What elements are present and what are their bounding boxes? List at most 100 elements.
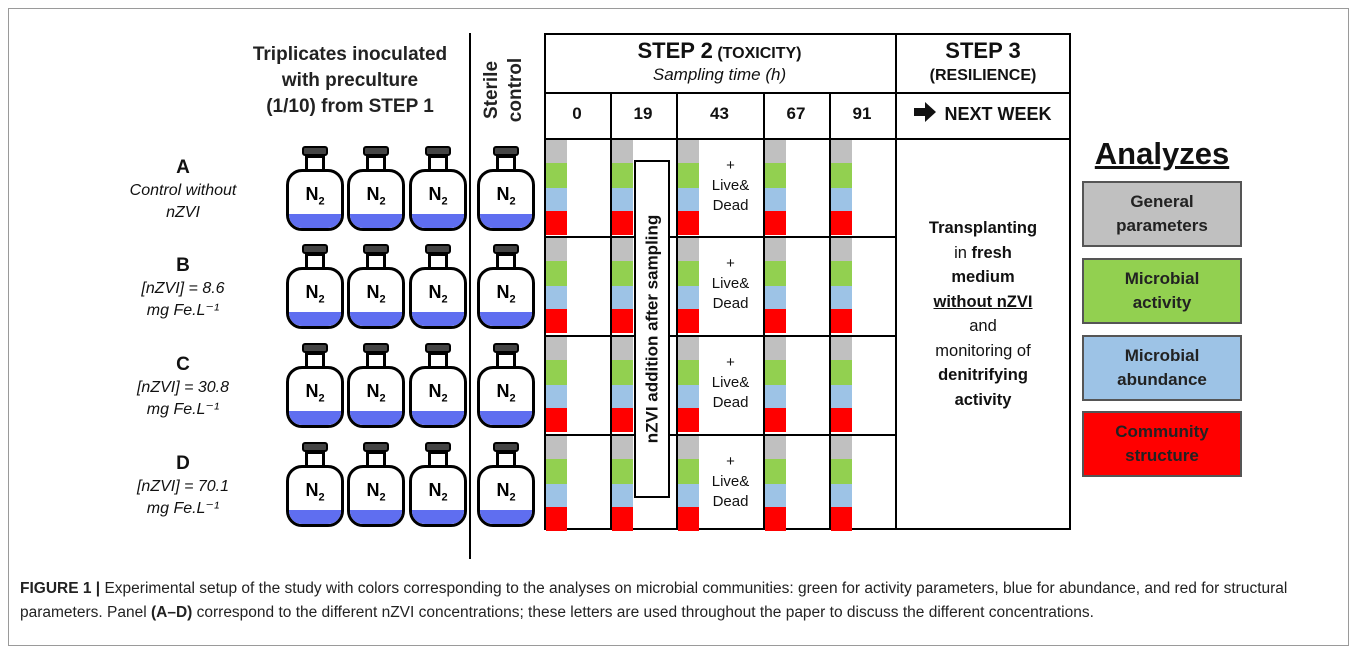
bottle-neck <box>428 451 448 467</box>
analysis-strip-general <box>831 238 852 261</box>
sterile-control-bottle: N2 <box>477 244 535 330</box>
analysis-strip-abundance <box>831 385 852 408</box>
medium-liquid <box>289 510 341 524</box>
table-time-line <box>544 138 1071 140</box>
table-border-right <box>1069 33 1071 530</box>
analysis-strip-activity <box>831 459 852 484</box>
bottle-body: N2 <box>286 267 344 329</box>
analysis-strip-activity <box>765 163 786 188</box>
bottle-neck <box>366 352 386 368</box>
medium-liquid <box>412 312 464 326</box>
analysis-strip-general <box>546 436 567 459</box>
gas-label: N2 <box>305 381 325 405</box>
analysis-strip-abundance <box>831 484 852 507</box>
bottle-neck <box>496 253 516 269</box>
time-label-43: 43 <box>710 104 729 123</box>
sterile-control-header: Sterile control <box>480 57 526 123</box>
bottle-neck <box>496 451 516 467</box>
analysis-strip-abundance <box>612 188 633 211</box>
culture-bottle: N2 <box>347 343 405 429</box>
analysis-strip-structure <box>612 211 633 235</box>
analysis-strip-structure <box>678 507 699 531</box>
table-border-bottom <box>544 528 1071 530</box>
live-dead-label: +Live&Dead <box>711 453 750 510</box>
row-condition-unit: mg Fe.L⁻¹ <box>146 401 220 418</box>
row-letter: C <box>176 354 190 375</box>
analysis-strip-general <box>612 238 633 261</box>
analysis-strip-activity <box>765 360 786 385</box>
medium-liquid <box>412 214 464 228</box>
row-condition: Control without <box>129 182 237 199</box>
bottle-neck <box>366 451 386 467</box>
analysis-strip-abundance <box>765 188 786 211</box>
culture-bottle: N2 <box>347 442 405 528</box>
time-label-91: 91 <box>852 104 872 123</box>
culture-bottle: N2 <box>409 343 467 429</box>
row-separator <box>544 434 895 436</box>
time-label-67: 67 <box>786 104 806 123</box>
bottle-body: N2 <box>477 169 535 231</box>
analysis-strip-activity <box>765 459 786 484</box>
bottle-neck <box>366 155 386 171</box>
culture-bottle: N2 <box>409 146 467 232</box>
culture-bottle: N2 <box>286 442 344 528</box>
nzvi-addition-text: nZVI addition after sampling <box>642 214 662 444</box>
gas-label: N2 <box>496 480 516 504</box>
arrow-right-icon <box>914 102 937 127</box>
bottle-body: N2 <box>347 366 405 428</box>
analysis-strip-abundance <box>546 385 567 408</box>
live-dead-label: +Live&Dead <box>711 354 750 411</box>
analysis-strip-abundance <box>765 286 786 309</box>
analysis-strip-general <box>612 337 633 360</box>
time-column-line <box>676 92 678 530</box>
analysis-strip-general <box>831 337 852 360</box>
time-label-0: 0 <box>572 104 582 123</box>
sterile-separator <box>469 33 471 559</box>
culture-bottle: N2 <box>409 442 467 528</box>
culture-bottle: N2 <box>286 146 344 232</box>
gas-label: N2 <box>428 282 448 306</box>
bottle-neck <box>366 253 386 269</box>
gas-label: N2 <box>366 184 386 208</box>
analysis-strip-activity <box>678 360 699 385</box>
medium-liquid <box>480 214 532 228</box>
gas-label: N2 <box>366 282 386 306</box>
medium-liquid <box>480 312 532 326</box>
row-condition-unit: mg Fe.L⁻¹ <box>146 500 220 517</box>
bottle-body: N2 <box>409 267 467 329</box>
sterile-control-bottle: N2 <box>477 442 535 528</box>
row-separator <box>544 236 895 238</box>
figure-frame <box>8 8 1349 646</box>
medium-liquid <box>412 510 464 524</box>
table-border-top <box>544 33 1071 35</box>
medium-liquid <box>480 510 532 524</box>
time-column-line <box>610 92 612 530</box>
analysis-strip-general <box>612 140 633 163</box>
culture-bottle: N2 <box>286 343 344 429</box>
analysis-strip-activity <box>831 360 852 385</box>
analysis-strip-structure <box>765 211 786 235</box>
analysis-strip-structure <box>546 507 567 531</box>
live-dead-label: +Live&Dead <box>711 255 750 312</box>
caption-panel-ref: (A–D) <box>150 604 193 621</box>
bottle-body: N2 <box>477 267 535 329</box>
medium-liquid <box>350 510 402 524</box>
bottle-neck <box>496 352 516 368</box>
bottle-body: N2 <box>347 267 405 329</box>
medium-liquid <box>480 411 532 425</box>
medium-liquid <box>350 411 402 425</box>
analysis-strip-activity <box>678 163 699 188</box>
row-separator <box>544 335 895 337</box>
analysis-strip-structure <box>546 211 567 235</box>
analysis-strip-activity <box>612 261 633 286</box>
gas-label: N2 <box>428 381 448 405</box>
culture-bottle: N2 <box>347 244 405 330</box>
sterile-control-bottle: N2 <box>477 343 535 429</box>
analysis-strip-activity <box>612 360 633 385</box>
analysis-strip-abundance <box>678 484 699 507</box>
analysis-strip-structure <box>765 408 786 432</box>
